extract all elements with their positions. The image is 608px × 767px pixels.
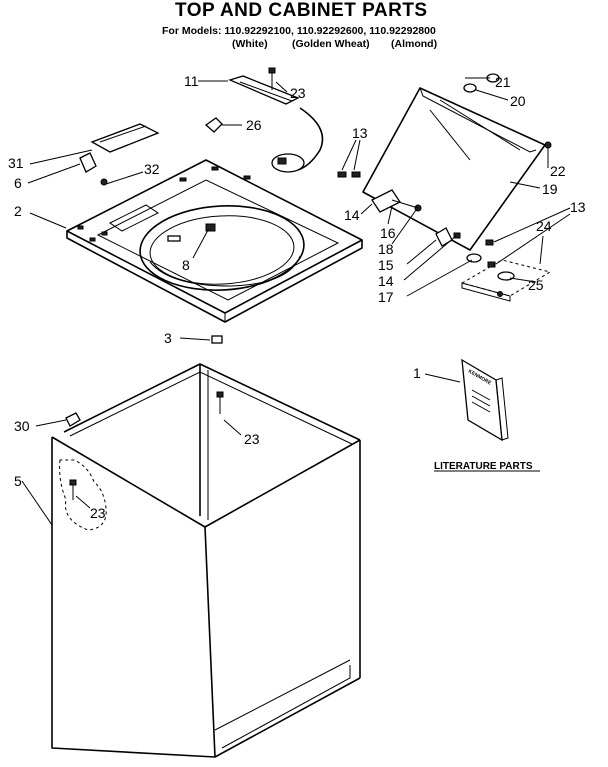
callout-13-right: 13 bbox=[570, 199, 586, 215]
wire-harness bbox=[297, 107, 324, 171]
lower-hinge-parts bbox=[435, 227, 496, 268]
callout-26: 26 bbox=[246, 117, 262, 133]
top-panel bbox=[66, 159, 363, 323]
hinge-bushing bbox=[463, 83, 477, 93]
callout-22: 22 bbox=[550, 163, 566, 179]
variant-almond: (Almond) bbox=[391, 38, 438, 50]
models-line: For Models: 110.92292100, 110.92292600, … bbox=[162, 25, 436, 37]
screw-cabinet bbox=[216, 391, 224, 414]
screw-22 bbox=[544, 141, 552, 149]
lid-hinge-assembly bbox=[371, 189, 422, 213]
screw-top bbox=[268, 67, 276, 90]
cabinet-clip bbox=[65, 412, 81, 427]
literature-parts-label: LITERATURE PARTS bbox=[434, 461, 533, 472]
callout-3: 3 bbox=[164, 330, 172, 346]
callout-15: 15 bbox=[378, 257, 394, 273]
bumper bbox=[211, 335, 223, 344]
spring-clip bbox=[79, 152, 97, 173]
leader-lines bbox=[21, 77, 571, 526]
callout-23-cabinet: 23 bbox=[244, 431, 260, 447]
screw-32 bbox=[100, 178, 108, 186]
callout-labels: 11 23 26 31 6 32 2 8 13 21 20 22 19 14 1… bbox=[8, 73, 586, 521]
cover-plate bbox=[90, 123, 160, 153]
callout-17: 17 bbox=[378, 289, 394, 305]
variant-golden-wheat: (Golden Wheat) bbox=[292, 38, 370, 50]
screw-13a bbox=[337, 171, 347, 178]
callout-30: 30 bbox=[14, 418, 30, 434]
callout-19: 19 bbox=[542, 181, 558, 197]
hinge-bracket bbox=[228, 75, 300, 105]
callout-8: 8 bbox=[182, 257, 190, 273]
callout-18: 18 bbox=[378, 241, 394, 257]
page-title: TOP AND CABINET PARTS bbox=[175, 0, 428, 21]
callout-16: 16 bbox=[380, 225, 396, 241]
callout-23-top: 23 bbox=[290, 85, 306, 101]
callout-6: 6 bbox=[14, 175, 22, 191]
callout-2: 2 bbox=[14, 203, 22, 219]
callout-20: 20 bbox=[510, 93, 526, 109]
callout-21: 21 bbox=[495, 74, 511, 90]
callout-24: 24 bbox=[536, 218, 552, 234]
callout-13-top: 13 bbox=[352, 125, 368, 141]
callout-32: 32 bbox=[144, 161, 160, 177]
callout-14-lower: 14 bbox=[378, 273, 394, 289]
callout-11: 11 bbox=[184, 73, 199, 89]
callout-5: 5 bbox=[14, 473, 22, 489]
clip bbox=[204, 117, 223, 133]
callout-14-upper: 14 bbox=[344, 207, 360, 223]
owners-manual: KENMORE bbox=[461, 358, 509, 442]
lid-switch bbox=[271, 153, 305, 173]
callout-31: 31 bbox=[8, 155, 24, 171]
screw-access bbox=[69, 479, 77, 500]
screw-13b bbox=[351, 171, 361, 178]
hinge-kit-inset bbox=[460, 259, 552, 302]
callout-23-access: 23 bbox=[90, 505, 106, 521]
callout-1: 1 bbox=[413, 365, 421, 381]
variant-white: (White) bbox=[232, 38, 268, 50]
callout-25: 25 bbox=[528, 277, 544, 293]
tub-ring-fastener bbox=[167, 223, 216, 242]
cabinet bbox=[51, 363, 361, 758]
